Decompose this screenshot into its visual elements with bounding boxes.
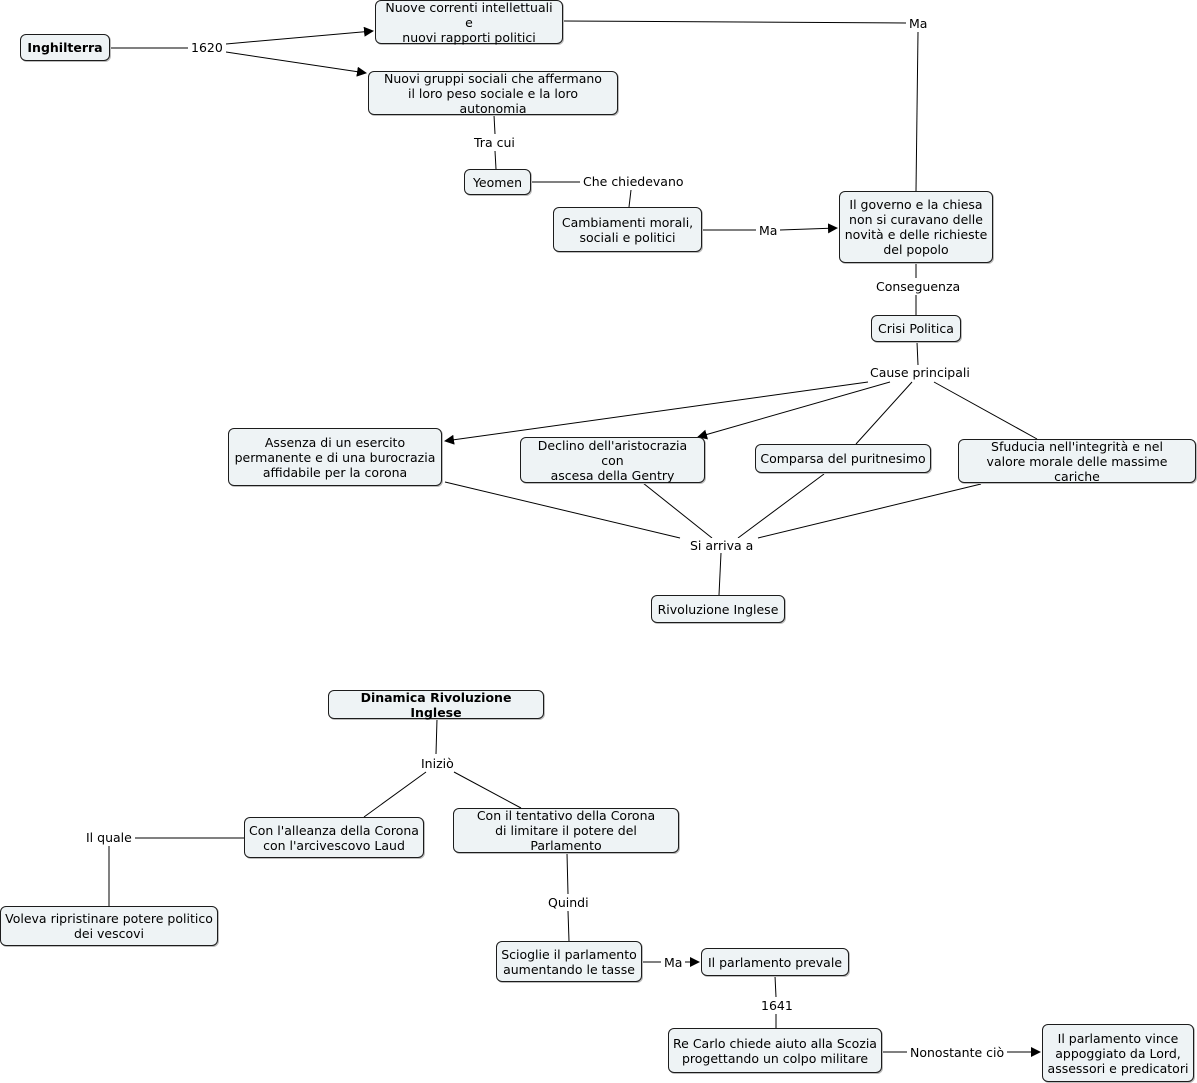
concept-yeomen[interactable]: Yeomen — [464, 169, 531, 195]
concept-alleanza-corona[interactable]: Con l'alleanza della Corona con l'arcive… — [244, 817, 424, 858]
connector — [363, 771, 427, 818]
connector — [444, 481, 681, 539]
concept-rivoluzione-inglese[interactable]: Rivoluzione Inglese — [651, 595, 785, 623]
concept-dinamica-rivoluzione[interactable]: Dinamica Rivoluzione Inglese — [328, 690, 544, 720]
linking-phrase-cause-principali: Cause principali — [867, 365, 973, 380]
linking-phrase-che-chiedevano: Che chiedevano — [580, 174, 687, 189]
connector — [225, 51, 367, 77]
concept-declino-aristocrazia[interactable]: Declino dell'aristocrazia con ascesa del… — [520, 437, 705, 483]
connector — [562, 20, 907, 24]
connector — [435, 718, 438, 755]
concept-parlamento-vince[interactable]: Il parlamento vince appoggiato da Lord, … — [1042, 1024, 1194, 1082]
linking-phrase-nonostante: Nonostante ciò — [907, 1045, 1008, 1060]
concept-parlamento-prevale[interactable]: Il parlamento prevale — [701, 948, 849, 976]
connector — [933, 381, 1038, 440]
concept-scioglie-parlamento[interactable]: Scioglie il parlamento aumentando le tas… — [496, 941, 642, 982]
connector — [697, 381, 891, 440]
linking-phrase-conseguenza: Conseguenza — [873, 279, 964, 294]
concept-sfiducia[interactable]: Sfuducia nell'integrità e nel valore mor… — [958, 439, 1196, 484]
concept-voleva-ripristinare[interactable]: Voleva ripristinare potere politico dei … — [0, 906, 218, 946]
concept-assenza-esercito[interactable]: Assenza di un esercito permanente e di u… — [228, 428, 442, 486]
connector — [494, 150, 497, 170]
concept-inghilterra[interactable]: Inghilterra — [20, 34, 110, 61]
connector — [757, 483, 982, 539]
concept-re-carlo[interactable]: Re Carlo chiede aiuto alla Scozia proget… — [668, 1028, 882, 1073]
linking-phrase-inizio: Iniziò — [418, 756, 457, 771]
linking-phrase-tra-cui: Tra cui — [471, 135, 518, 150]
linking-phrase-ma-bottom: Ma — [661, 955, 686, 970]
connector — [779, 223, 838, 234]
connector — [566, 852, 569, 895]
connector — [628, 189, 632, 208]
concept-nuove-correnti[interactable]: Nuove correnti intellettuali e nuovi rap… — [375, 0, 563, 45]
connector — [493, 114, 496, 135]
connector — [916, 341, 919, 366]
concept-nuovi-gruppi[interactable]: Nuovi gruppi sociali che affermano il lo… — [368, 71, 618, 116]
concept-tentativo-corona[interactable]: Con il tentativo della Corona di limitar… — [453, 808, 679, 853]
linking-phrase-ma-mid: Ma — [756, 223, 781, 238]
concept-governo-chiesa[interactable]: Il governo e la chiesa non si curavano d… — [839, 191, 993, 263]
connector — [567, 910, 570, 942]
connector — [737, 473, 825, 539]
connector — [855, 381, 913, 445]
connector — [225, 26, 374, 45]
connector — [642, 482, 713, 539]
linking-phrase-1641: 1641 — [758, 998, 796, 1013]
concept-cambiamenti[interactable]: Cambiamenti morali, sociali e politici — [553, 207, 702, 252]
concept-comparsa-puritanesimo[interactable]: Comparsa del puritnesimo — [755, 444, 931, 473]
linking-phrase-il-quale: Il quale — [83, 830, 135, 845]
connector — [774, 975, 777, 998]
concept-crisi-politica[interactable]: Crisi Politica — [871, 315, 961, 342]
linking-phrase-1620: 1620 — [188, 40, 226, 55]
linking-phrase-quindi: Quindi — [545, 895, 592, 910]
connector — [444, 381, 869, 445]
connector — [453, 771, 522, 809]
connector — [718, 552, 722, 596]
connector — [915, 31, 919, 192]
linking-phrase-ma-top: Ma — [906, 16, 931, 31]
linking-phrase-si-arriva-a: Si arriva a — [687, 538, 757, 553]
